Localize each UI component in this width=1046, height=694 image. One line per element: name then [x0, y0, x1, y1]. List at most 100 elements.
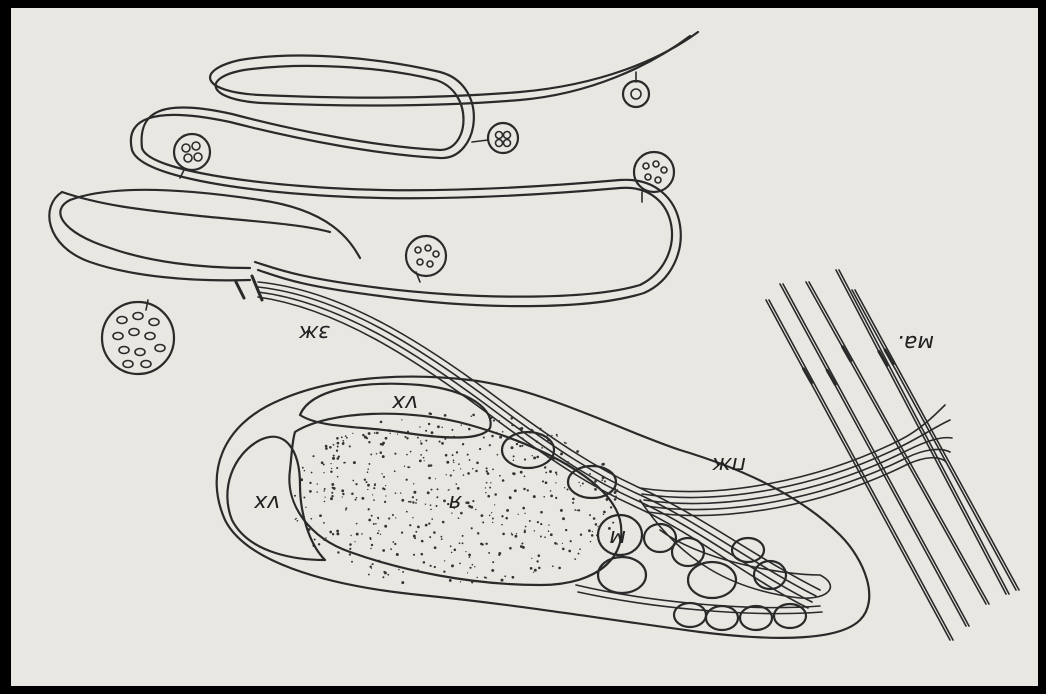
- stipple-dot: [305, 507, 306, 508]
- stipple-dot: [501, 515, 503, 517]
- stipple-dot: [368, 519, 371, 522]
- stipple-dot: [345, 435, 347, 437]
- stipple-dot: [413, 491, 416, 494]
- stipple-dot: [514, 535, 517, 538]
- stipple-dot: [369, 537, 371, 539]
- stipple-dot: [392, 541, 394, 543]
- stipple-dot: [419, 460, 422, 463]
- stipple-dot: [614, 491, 617, 494]
- stipple-dot: [333, 455, 335, 457]
- stipple-dot: [324, 488, 326, 490]
- stipple-dot: [580, 485, 581, 486]
- stipple-dot: [414, 537, 416, 539]
- stipple-dot: [492, 561, 494, 563]
- stipple-dot: [518, 442, 519, 443]
- stipple-dot: [342, 442, 345, 445]
- stipple-dot: [331, 468, 332, 469]
- stipple-dot: [540, 511, 543, 514]
- stipple-dot: [441, 536, 443, 538]
- stipple-dot: [555, 472, 557, 474]
- stipple-dot: [430, 464, 432, 466]
- stipple-dot: [368, 441, 370, 443]
- stipple-dot: [406, 454, 408, 456]
- stipple-dot: [445, 454, 448, 457]
- stipple-dot: [555, 482, 556, 483]
- stipple-dot: [489, 515, 491, 517]
- stipple-dot: [353, 461, 356, 464]
- stipple-dot: [460, 468, 461, 469]
- stipple-dot: [550, 490, 552, 492]
- stipple-dot: [425, 430, 427, 432]
- stipple-dot: [319, 514, 322, 517]
- stipple-dot: [323, 464, 325, 466]
- stipple-dot: [446, 461, 449, 464]
- stipple-dot: [361, 533, 363, 535]
- stipple-dot: [429, 565, 431, 567]
- stipple-dot: [368, 508, 370, 510]
- stipple-dot: [408, 501, 410, 503]
- stipple-dot: [367, 468, 369, 470]
- stipple-dot: [372, 563, 374, 565]
- stipple-dot: [373, 487, 375, 489]
- stipple-dot: [603, 511, 606, 514]
- stipple-dot: [612, 522, 614, 524]
- vesicle-granule: [655, 177, 661, 183]
- stipple-dot: [367, 489, 368, 490]
- stipple-dot: [354, 541, 355, 542]
- stipple-dot: [441, 427, 443, 429]
- vesicle-granule: [155, 345, 165, 352]
- stipple-dot: [601, 479, 603, 481]
- stipple-dot: [412, 517, 413, 518]
- stipple-dot: [568, 550, 571, 553]
- stipple-dot: [578, 553, 580, 555]
- stipple-dot: [467, 454, 469, 456]
- stipple-dot: [417, 526, 420, 529]
- stipple-dot: [324, 496, 325, 497]
- stipple-dot: [401, 419, 402, 420]
- stipple-dot: [549, 470, 552, 473]
- stipple-dot: [521, 445, 523, 447]
- stipple-dot: [480, 543, 483, 546]
- stipple-dot: [595, 523, 598, 526]
- stipple-dot: [485, 487, 486, 488]
- stipple-dot: [538, 567, 541, 570]
- stipple-dot: [469, 567, 471, 569]
- stipple-dot: [417, 437, 419, 439]
- stipple-dot: [342, 493, 344, 495]
- stipple-dot: [390, 548, 392, 550]
- stipple-dot: [453, 460, 454, 461]
- stipple-dot: [314, 538, 316, 540]
- stipple-dot: [437, 488, 439, 490]
- stipple-dot: [534, 569, 537, 572]
- stipple-dot: [558, 567, 561, 570]
- stipple-dot: [323, 490, 325, 492]
- stipple-dot: [331, 483, 334, 486]
- stipple-dot: [376, 432, 379, 435]
- stipple-dot: [371, 515, 373, 517]
- stipple-dot: [329, 446, 332, 449]
- stipple-dot: [454, 549, 457, 552]
- stipple-dot: [602, 476, 605, 479]
- stipple-dot: [367, 471, 369, 473]
- stipple-dot: [351, 561, 353, 563]
- stipple-dot: [471, 415, 472, 416]
- stipple-dot: [486, 470, 488, 472]
- stipple-dot: [540, 523, 542, 525]
- stipple-dot: [426, 449, 428, 451]
- stipple-dot: [524, 513, 525, 514]
- stipple-dot: [523, 488, 526, 491]
- stipple-dot: [430, 504, 432, 506]
- stipple-dot: [491, 435, 494, 438]
- stipple-dot: [350, 535, 351, 536]
- stipple-dot: [610, 494, 611, 495]
- stipple-dot: [452, 454, 454, 456]
- stipple-dot: [318, 543, 320, 545]
- stipple-dot: [434, 546, 437, 549]
- stipple-dot: [364, 478, 366, 480]
- stipple-dot: [522, 437, 523, 438]
- stipple-dot: [484, 576, 486, 578]
- stipple-dot: [376, 453, 378, 455]
- stipple-dot: [380, 534, 381, 535]
- stipple-dot: [382, 487, 384, 489]
